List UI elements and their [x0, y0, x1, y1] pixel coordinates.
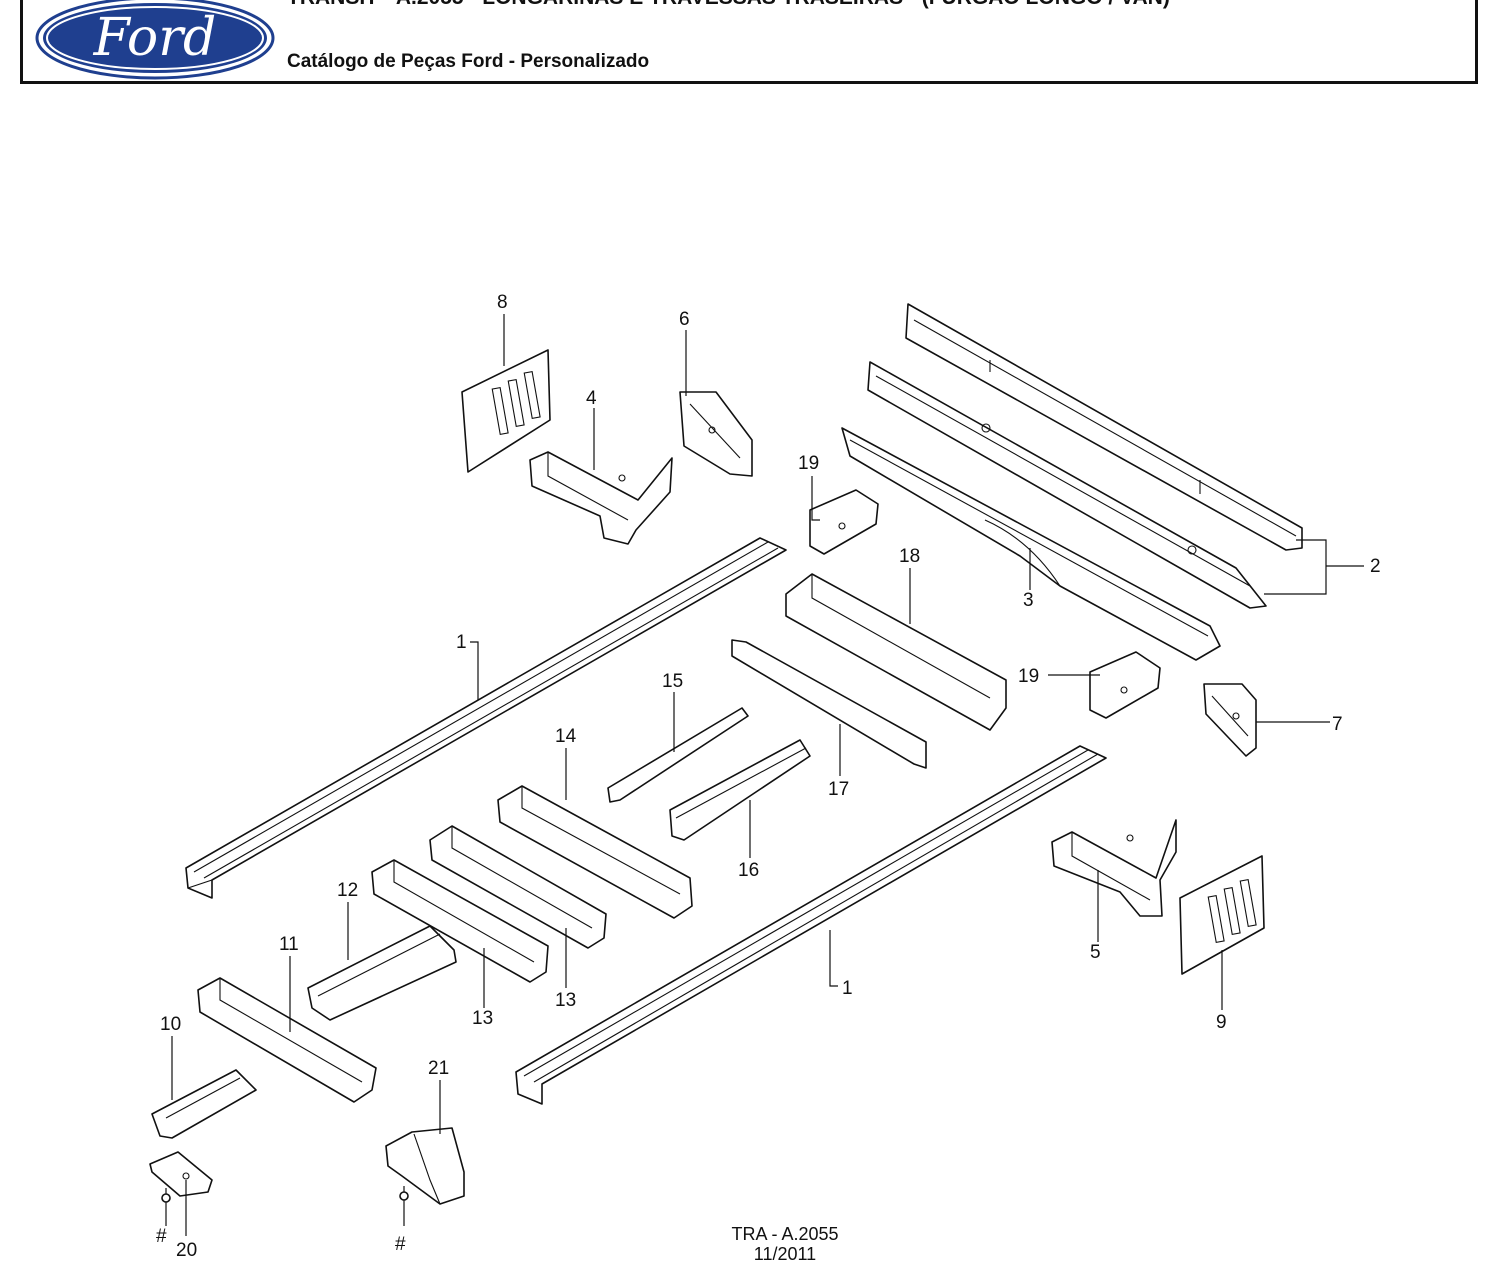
callout-labels: 1 1 2 3 4 5 6 7 8 9 10 11 12 13 13 14 15…	[156, 292, 1381, 1261]
callout-6: 6	[679, 309, 690, 330]
callout-13-a: 13	[472, 1008, 493, 1029]
callout-8: 8	[497, 292, 508, 313]
callout-1-left: 1	[456, 632, 467, 653]
part-18-crossmember	[785, 573, 1007, 731]
callout-20: 20	[176, 1240, 197, 1261]
callout-5: 5	[1090, 942, 1101, 963]
callout-16: 16	[738, 860, 759, 881]
part-4-bracket	[529, 451, 673, 545]
part-2-sill-lower	[867, 361, 1267, 609]
callout-13-b: 13	[555, 990, 576, 1011]
part-1-rail-left	[185, 537, 787, 899]
part-19-bracket-b	[1089, 651, 1161, 719]
callout-11: 11	[279, 934, 299, 955]
catalog-header: Ford TRANSIT - A.2055 - LONGARINAS E TRA…	[20, 0, 1478, 84]
callout-9: 9	[1216, 1012, 1227, 1033]
callout-hash-a: #	[156, 1226, 167, 1247]
callout-4: 4	[586, 388, 597, 409]
logo-lettering: Ford	[93, 8, 217, 68]
callout-19-a: 19	[798, 453, 819, 474]
part-21-bracket	[385, 1127, 465, 1205]
part-8-panel	[461, 349, 551, 473]
bolt-b	[399, 1186, 409, 1226]
part-14-crossmember	[497, 785, 693, 919]
page-subtitle: Catálogo de Peças Ford - Personalizado	[287, 51, 650, 72]
part-9-panel	[1179, 855, 1265, 975]
part-10-bracket	[151, 1069, 257, 1139]
part-15-crossmember	[607, 707, 749, 803]
callout-1-right: 1	[842, 978, 853, 999]
part-19-bracket-a	[809, 489, 879, 555]
part-20-bracket	[149, 1151, 213, 1197]
callout-12: 12	[337, 880, 358, 901]
callout-19-b: 19	[1018, 666, 1039, 687]
part-6-gusset	[679, 391, 753, 477]
part-13-crossmember-a	[371, 859, 549, 983]
callout-7: 7	[1332, 714, 1343, 735]
bolt-a	[161, 1188, 171, 1226]
page-title: TRANSIT - A.2055 - LONGARINAS E TRAVESSA…	[287, 0, 1467, 11]
diagram-date: 11/2011	[753, 1244, 817, 1264]
callout-17: 17	[828, 779, 849, 800]
part-1-rail-right	[515, 745, 1107, 1105]
part-3-side-member	[841, 427, 1221, 661]
callout-2: 2	[1370, 556, 1381, 577]
callout-hash-b: #	[395, 1234, 406, 1255]
diagram-code: TRA - A.2055	[731, 1224, 839, 1244]
part-16-crossmember	[669, 739, 811, 841]
part-2-sill-upper	[905, 303, 1303, 551]
diagram-footer: TRA - A.2055 11/2011	[700, 1224, 870, 1264]
callout-15: 15	[662, 671, 683, 692]
ford-logo: Ford	[33, 0, 277, 81]
callout-18: 18	[899, 546, 920, 567]
leader-lines	[171, 314, 1364, 1236]
part-5-bracket	[1051, 819, 1177, 917]
callout-14: 14	[555, 726, 577, 747]
part-17-crossmember	[731, 639, 927, 769]
callout-3: 3	[1023, 590, 1034, 611]
part-7-gusset	[1203, 683, 1257, 757]
part-13-crossmember-b	[429, 825, 607, 949]
part-11-crossmember	[197, 977, 377, 1103]
callout-10: 10	[160, 1014, 181, 1035]
part-12-crossmember	[307, 925, 457, 1021]
callout-21: 21	[428, 1058, 449, 1079]
